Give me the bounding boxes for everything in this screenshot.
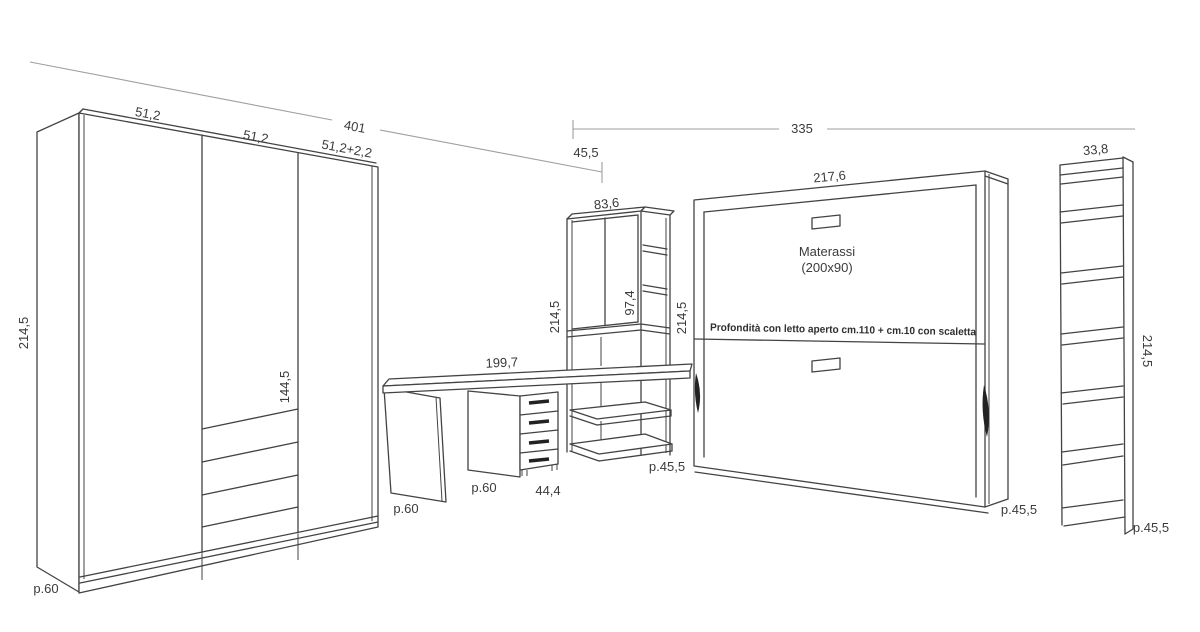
dim-wall-shelf-height: 214,5 [1140, 335, 1155, 368]
dim-wall-shelf-depth: p.45,5 [1133, 520, 1169, 535]
desk-drawing [382, 363, 693, 503]
dim-desk-width: 199,7 [485, 354, 518, 370]
dim-bookcase-width: 83,6 [593, 195, 620, 213]
dim-bed-height: 214,5 [674, 302, 689, 335]
dim-wall-shelf-width: 33,8 [1082, 141, 1109, 158]
dimension-line-335 [572, 120, 1135, 139]
dim-bed-depth: p.45,5 [1001, 502, 1037, 517]
wall-shelf-shelves [1059, 157, 1126, 527]
dimension-line-401 [29, 61, 603, 183]
bed-lower-handle [811, 357, 841, 373]
dim-wardrobe-upper-door: 144,5 [277, 371, 292, 404]
dim-bookcase-height: 214,5 [547, 301, 562, 334]
bed-upper-handle [811, 214, 841, 230]
bed-mattress-size: (200x90) [801, 260, 852, 275]
bed-mattress-label: Materassi [799, 244, 855, 259]
dimension-labels: 51,2 51,2 51,2+2,2 401 214,5 144,5 p.60 … [16, 104, 1169, 596]
wardrobe-drawer-lines [201, 408, 299, 528]
dim-drawer-unit-width: 44,4 [535, 483, 560, 498]
dim-bed-span: 335 [791, 121, 813, 136]
desk-drawer-unit [467, 390, 559, 478]
dim-wardrobe-door1: 51,2 [134, 104, 162, 123]
dim-wardrobe-door2: 51,2 [242, 127, 270, 146]
desk-leg-panel [383, 387, 447, 503]
dim-wardrobe-depth: p.60 [33, 581, 58, 596]
dim-wardrobe-height: 214,5 [16, 317, 31, 350]
bed-open-depth-note: Profondità con letto aperto cm.110 + cm.… [710, 322, 976, 339]
wardrobe-drawing [36, 108, 379, 594]
bed-right-grip [982, 385, 989, 437]
dim-wardrobe-total: 401 [343, 117, 367, 136]
bed-left-grip [694, 373, 701, 413]
bookcase-side-shelves [642, 244, 668, 296]
dim-desk-leg-depth: p.60 [393, 501, 418, 516]
bookcase-drawing [566, 206, 675, 462]
dim-gap: 45,5 [573, 145, 598, 160]
bed-fold-divider [694, 338, 985, 345]
foldaway-bed-drawing [693, 170, 1009, 514]
wall-shelf-drawing [1059, 156, 1134, 535]
drawer-handles [528, 399, 550, 463]
dim-bed-width: 217,6 [813, 167, 847, 185]
dim-drawer-unit-depth: p.60 [471, 480, 496, 495]
dim-bookcase-cabinet-height: 97,4 [622, 290, 637, 315]
dim-bookcase-depth: p.45,5 [649, 459, 685, 474]
